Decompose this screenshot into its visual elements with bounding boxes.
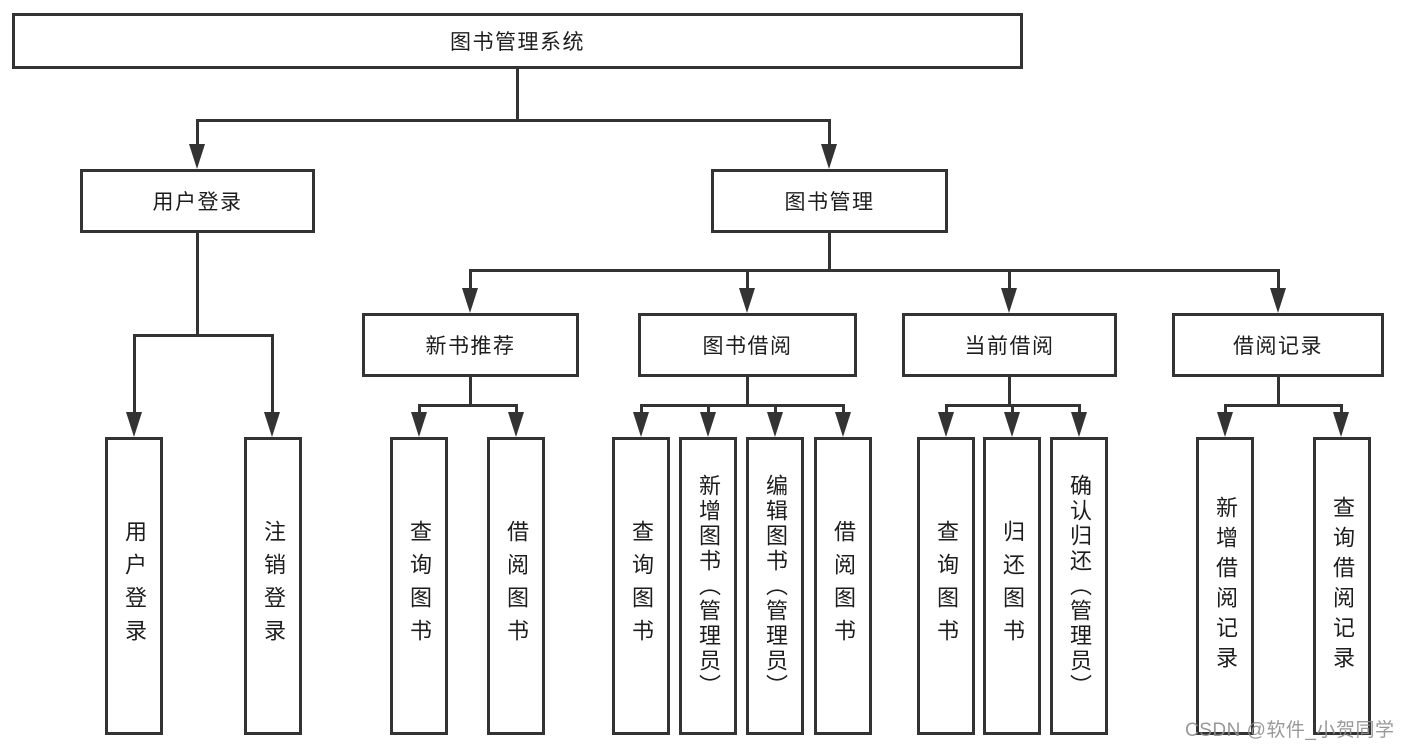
arrowhead-down-icon <box>1071 412 1087 437</box>
leaf-label: 确认归还（管理员） <box>1067 473 1092 699</box>
connector-drop <box>828 119 831 146</box>
node-borrow-record: 借阅记录 <box>1172 313 1384 377</box>
leaf-query-books-borrow: 查询图书 <box>612 437 670 735</box>
connector-root-bar <box>196 119 831 122</box>
leaf-add-books-admin: 新增图书（管理员） <box>679 437 737 735</box>
leaf-label: 归还图书 <box>1000 520 1025 652</box>
connector-drop <box>418 404 421 414</box>
connector-book-mgmt-bar <box>469 269 1279 272</box>
arrowhead-down-icon <box>821 144 837 169</box>
connector-drop <box>133 334 136 414</box>
node-current-borrow: 当前借阅 <box>902 313 1117 377</box>
connector-user-login-bar <box>133 334 274 337</box>
connector-book-mgmt-stem <box>828 233 831 272</box>
arrowhead-down-icon <box>411 412 427 437</box>
connector-drop <box>746 269 749 290</box>
node-book-management: 图书管理 <box>711 169 948 233</box>
arrowhead-down-icon <box>189 144 205 169</box>
node-borrow-record-label: 借阅记录 <box>1233 335 1323 358</box>
connector-drop <box>196 119 199 146</box>
node-new-book-recommend-label: 新书推荐 <box>425 335 516 358</box>
connector-drop <box>1011 404 1014 414</box>
arrowhead-down-icon <box>835 412 851 437</box>
connector-drop <box>271 334 274 414</box>
connector-drop <box>842 404 845 414</box>
connector-book-borrow-stem <box>746 377 749 407</box>
arrowhead-down-icon <box>767 412 783 437</box>
arrowhead-down-icon <box>126 412 142 437</box>
arrowhead-down-icon <box>1270 288 1286 313</box>
leaf-borrow-books-recommend: 借阅图书 <box>487 437 545 735</box>
leaf-edit-books-admin: 编辑图书（管理员） <box>746 437 804 735</box>
arrowhead-down-icon <box>1004 412 1020 437</box>
connector-drop <box>640 404 643 414</box>
connector-root-stem <box>516 69 519 121</box>
node-new-book-recommend: 新书推荐 <box>362 313 579 377</box>
leaf-user-login: 用户登录 <box>105 437 163 735</box>
leaf-label: 借阅图书 <box>504 520 529 652</box>
leaf-return-books: 归还图书 <box>983 437 1041 735</box>
csdn-watermark: CSDN @软件_小贺同学 <box>1185 720 1395 741</box>
leaf-label: 查询图书 <box>407 520 432 652</box>
connector-borrow-record-stem <box>1277 377 1280 407</box>
leaf-query-books-current: 查询图书 <box>917 437 975 735</box>
connector-drop <box>1340 404 1343 414</box>
connector-drop <box>1277 269 1280 290</box>
connector-drop <box>945 404 948 414</box>
arrowhead-down-icon <box>633 412 649 437</box>
leaf-label: 用户登录 <box>122 520 147 652</box>
leaf-label: 编辑图书（管理员） <box>763 473 788 699</box>
node-root-label: 图书管理系统 <box>450 31 585 54</box>
node-book-borrow: 图书借阅 <box>638 313 857 377</box>
arrowhead-down-icon <box>700 412 716 437</box>
connector-new-book-bar <box>418 404 517 407</box>
connector-drop <box>469 269 472 290</box>
connector-drop <box>515 404 518 414</box>
connector-drop <box>774 404 777 414</box>
node-book-borrow-label: 图书借阅 <box>702 335 793 358</box>
arrowhead-down-icon <box>739 288 755 313</box>
node-user-login: 用户登录 <box>80 169 315 233</box>
arrowhead-down-icon <box>462 288 478 313</box>
connector-drop <box>1008 269 1011 290</box>
connector-drop <box>707 404 710 414</box>
node-root-system: 图书管理系统 <box>12 13 1023 69</box>
connector-user-login-stem <box>196 233 199 336</box>
node-current-borrow-label: 当前借阅 <box>964 335 1055 358</box>
leaf-label: 注销登录 <box>261 520 286 652</box>
leaf-label: 查询图书 <box>629 520 654 652</box>
arrowhead-down-icon <box>1333 412 1349 437</box>
leaf-label: 新增图书（管理员） <box>696 473 721 699</box>
connector-drop <box>1078 404 1081 414</box>
leaf-label: 查询图书 <box>934 520 959 652</box>
arrowhead-down-icon <box>1001 288 1017 313</box>
connector-new-book-stem <box>469 377 472 407</box>
arrowhead-down-icon <box>264 412 280 437</box>
leaf-query-books-recommend: 查询图书 <box>390 437 448 735</box>
connector-drop <box>1224 404 1227 414</box>
node-book-management-label: 图书管理 <box>784 191 875 214</box>
leaf-query-borrow-record: 查询借阅记录 <box>1313 437 1371 735</box>
connector-borrow-record-bar <box>1224 404 1342 407</box>
node-user-login-label: 用户登录 <box>152 191 243 214</box>
arrowhead-down-icon <box>508 412 524 437</box>
leaf-confirm-return-admin: 确认归还（管理员） <box>1050 437 1108 735</box>
leaf-borrow-books: 借阅图书 <box>814 437 872 735</box>
leaf-add-borrow-record: 新增借阅记录 <box>1196 437 1254 735</box>
connector-current-borrow-stem <box>1008 377 1011 407</box>
arrowhead-down-icon <box>1217 412 1233 437</box>
arrowhead-down-icon <box>938 412 954 437</box>
leaf-label: 查询借阅记录 <box>1330 496 1355 676</box>
leaf-label: 借阅图书 <box>831 520 856 652</box>
connector-book-borrow-bar <box>640 404 844 407</box>
leaf-logout: 注销登录 <box>244 437 302 735</box>
leaf-label: 新增借阅记录 <box>1213 496 1238 676</box>
